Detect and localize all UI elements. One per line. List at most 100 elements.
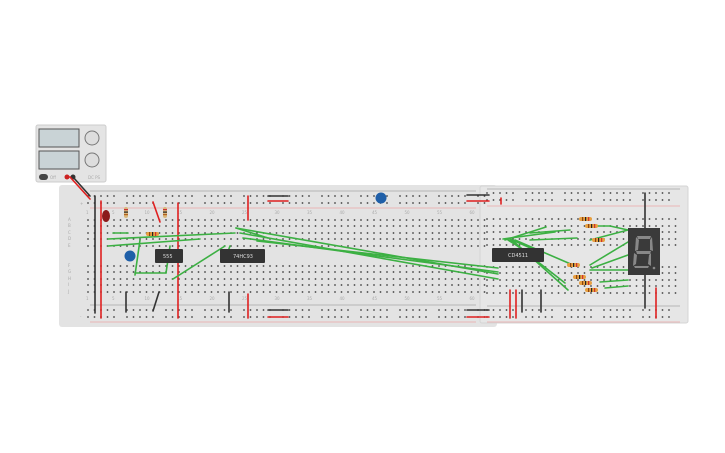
hole — [126, 278, 128, 280]
column-number: 20 — [210, 210, 216, 215]
hole — [191, 245, 193, 247]
resistor[interactable] — [585, 224, 598, 228]
hole — [340, 225, 343, 227]
hole — [340, 219, 343, 221]
hole — [544, 244, 547, 246]
hole — [438, 265, 440, 267]
hole — [470, 232, 473, 234]
rail-hole — [282, 202, 284, 204]
capacitor-ceramic-2[interactable] — [375, 192, 387, 204]
hole — [230, 219, 232, 221]
hole — [492, 218, 495, 220]
rail-hole — [399, 202, 401, 204]
positive-terminal[interactable] — [64, 174, 70, 180]
rail-hole — [334, 309, 336, 311]
resistor[interactable] — [567, 263, 580, 267]
rail-hole — [113, 195, 115, 197]
rail-hole — [295, 202, 297, 204]
hole — [418, 291, 421, 293]
resistor[interactable] — [163, 207, 167, 218]
hole — [340, 238, 343, 240]
hole — [544, 285, 547, 287]
resistor[interactable] — [592, 238, 605, 242]
hole — [635, 292, 638, 294]
hole — [596, 231, 599, 233]
hole — [596, 272, 599, 274]
hole — [113, 271, 115, 273]
current-knob[interactable] — [84, 152, 100, 168]
hole — [438, 278, 440, 280]
wire-green[interactable] — [107, 232, 236, 240]
wire-green[interactable] — [172, 245, 226, 280]
wire-green[interactable] — [107, 238, 201, 247]
wire-green[interactable] — [599, 279, 629, 283]
hole — [557, 244, 560, 246]
wire-green[interactable] — [604, 285, 629, 289]
rail-hole — [577, 309, 579, 311]
resistor[interactable] — [573, 275, 586, 279]
wire-green[interactable] — [589, 241, 629, 266]
hole — [425, 238, 427, 240]
rail-hole — [340, 195, 343, 197]
wire-red[interactable] — [152, 201, 161, 223]
rail-hole — [609, 309, 612, 311]
hole — [486, 225, 488, 227]
hole — [321, 265, 323, 267]
chip-74hc93[interactable]: 74HC93 — [220, 249, 265, 263]
wire-green[interactable] — [504, 226, 547, 241]
wire-green[interactable] — [529, 237, 578, 241]
voltage-knob[interactable] — [84, 130, 100, 146]
rail-hole — [165, 316, 167, 318]
hole — [661, 218, 664, 220]
hole — [464, 225, 466, 227]
resistor[interactable] — [585, 288, 598, 292]
wire-green[interactable] — [239, 232, 499, 280]
wire-green[interactable] — [134, 239, 141, 276]
resistor[interactable] — [579, 281, 592, 285]
hole — [603, 279, 605, 281]
capacitor-ceramic[interactable] — [124, 250, 136, 262]
hole — [314, 291, 317, 293]
hole — [217, 225, 219, 227]
resistor[interactable] — [124, 207, 128, 218]
hole — [327, 271, 330, 273]
rail-hole — [405, 195, 408, 197]
wire-black[interactable] — [72, 176, 91, 197]
rail-hole — [438, 316, 440, 318]
hole — [373, 291, 375, 293]
hole — [616, 225, 618, 227]
wire-green[interactable] — [591, 254, 629, 269]
led-red[interactable] — [102, 210, 110, 222]
wire-red[interactable] — [69, 176, 91, 200]
hole — [243, 245, 245, 247]
seven-segment-display[interactable] — [628, 228, 660, 275]
hole — [119, 284, 122, 286]
hole — [464, 265, 466, 267]
wire-green[interactable] — [256, 240, 499, 269]
wire-black[interactable] — [152, 291, 160, 312]
hole — [477, 278, 479, 280]
wire-green[interactable] — [609, 225, 629, 231]
hole — [243, 271, 245, 273]
hole — [551, 285, 553, 287]
resistor[interactable] — [146, 232, 159, 236]
wire-green[interactable] — [235, 227, 269, 239]
wire-green[interactable] — [529, 229, 571, 234]
rail-hole — [603, 199, 605, 201]
rail-hole — [262, 195, 265, 197]
power-switch[interactable] — [39, 174, 48, 180]
hole — [132, 271, 135, 273]
chip-cd4511[interactable]: CD4511 — [492, 248, 544, 262]
hole — [531, 266, 534, 268]
rail-hole — [538, 316, 540, 318]
hole — [531, 285, 534, 287]
resistor[interactable] — [579, 217, 592, 221]
hole — [438, 245, 440, 247]
rail-hole — [171, 316, 174, 318]
hole — [668, 231, 670, 233]
hole — [392, 291, 395, 293]
chip-555[interactable]: 555 — [155, 249, 183, 263]
rail-hole — [249, 202, 252, 204]
power-supply[interactable]: Off DC PS — [35, 124, 107, 183]
